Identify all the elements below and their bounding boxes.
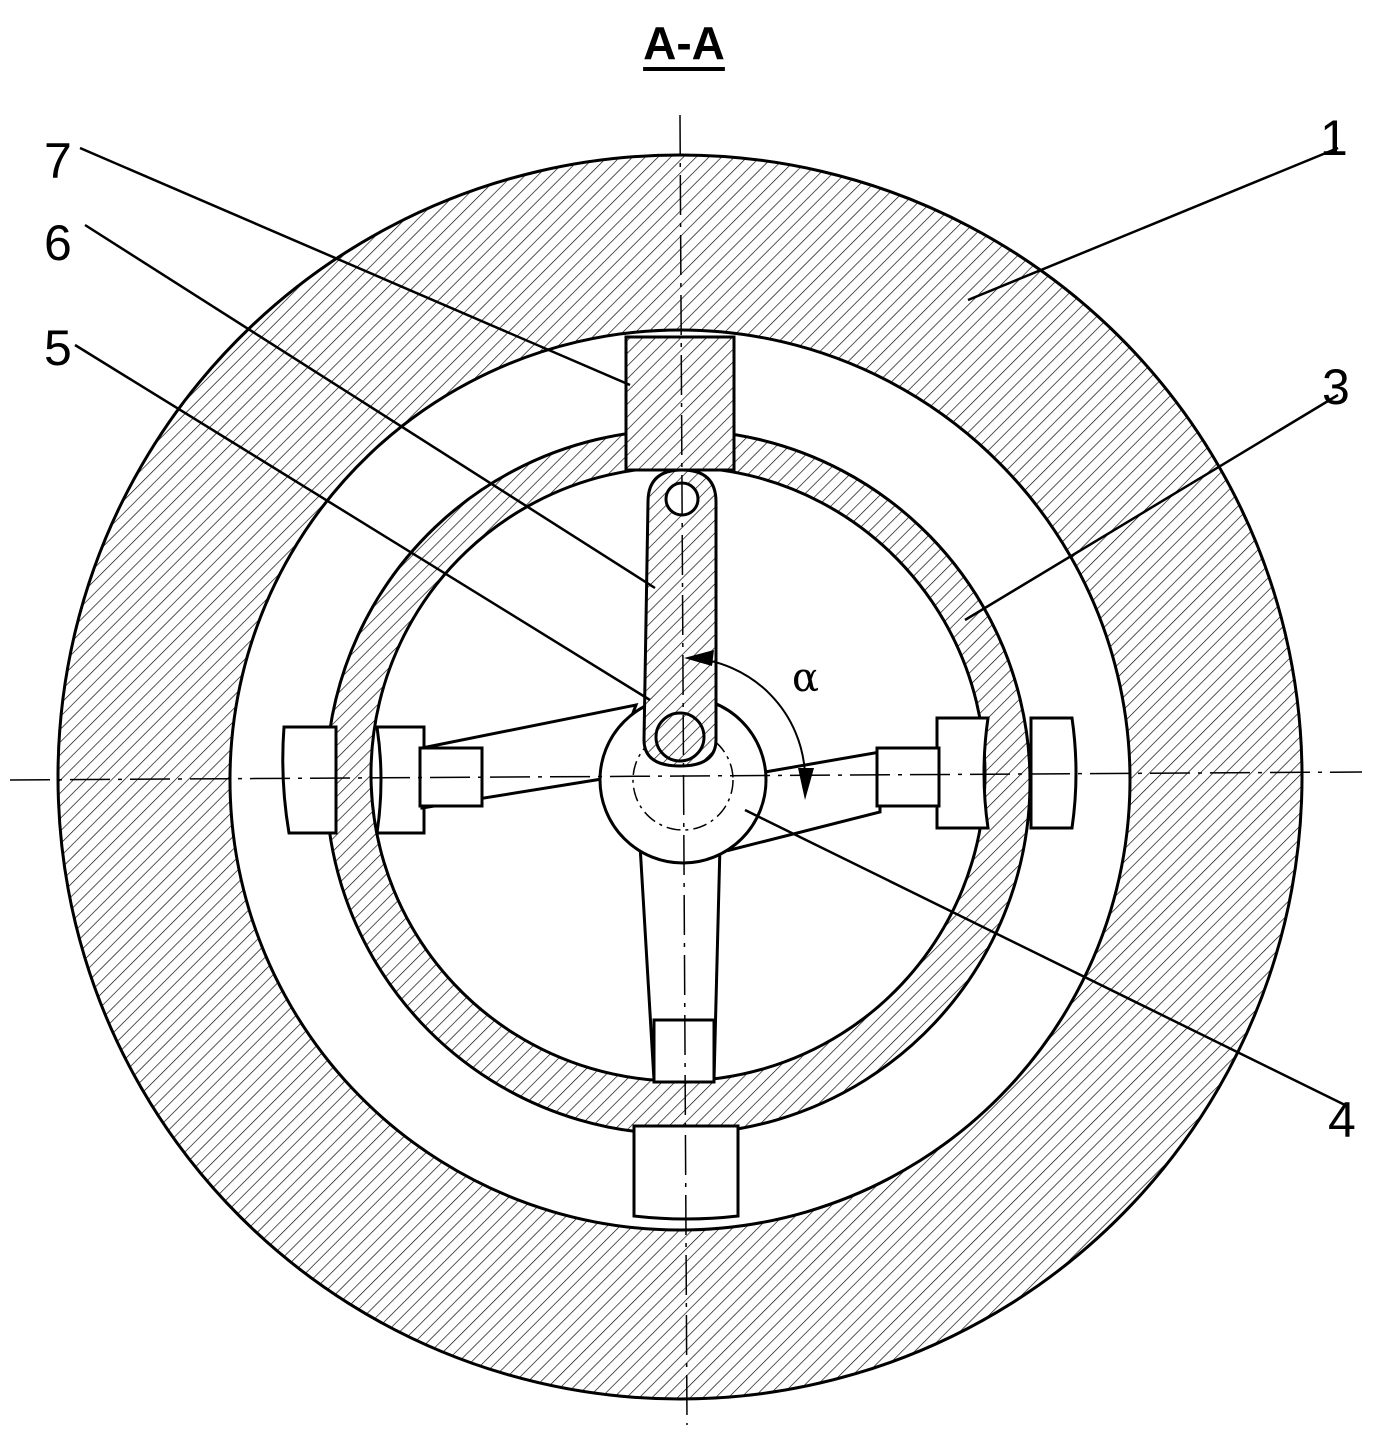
left-outer-slider-block	[281, 725, 338, 835]
callout-label-7: 7	[44, 133, 72, 189]
vertical-centerline	[679, 114, 688, 1426]
leader-line-4	[744, 808, 1346, 1107]
bottom-rod-pin-block	[652, 1018, 716, 1084]
left-inner-slider-block	[375, 725, 426, 835]
horizontal-centerline	[9, 771, 1363, 781]
master-rod-bottom-pin	[654, 711, 706, 763]
top-slider-block	[624, 335, 736, 472]
callout-label-3: 3	[1322, 359, 1350, 415]
section-title: A-A	[643, 17, 725, 69]
leader-line-6	[84, 223, 656, 590]
angle-alpha-label: α	[792, 655, 820, 701]
right-outer-slider-block	[1029, 716, 1078, 830]
angle-arrow-bottom	[798, 768, 814, 800]
callout-label-6: 6	[44, 215, 72, 271]
right-rod-pin-block	[875, 746, 941, 808]
leader-line-3	[964, 393, 1339, 622]
angle-alpha-arc	[689, 657, 806, 776]
callout-label-5: 5	[44, 320, 72, 376]
leader-line-7	[79, 146, 631, 387]
leader-line-5	[74, 343, 651, 702]
callout-label-1: 1	[1320, 110, 1348, 166]
callout-label-4: 4	[1328, 1092, 1356, 1148]
angle-arrow-top	[684, 650, 714, 666]
right-inner-slider-block	[935, 716, 990, 830]
leader-line-1	[967, 146, 1339, 302]
master-rod	[642, 468, 718, 768]
outer-housing-ring	[56, 153, 1304, 1401]
